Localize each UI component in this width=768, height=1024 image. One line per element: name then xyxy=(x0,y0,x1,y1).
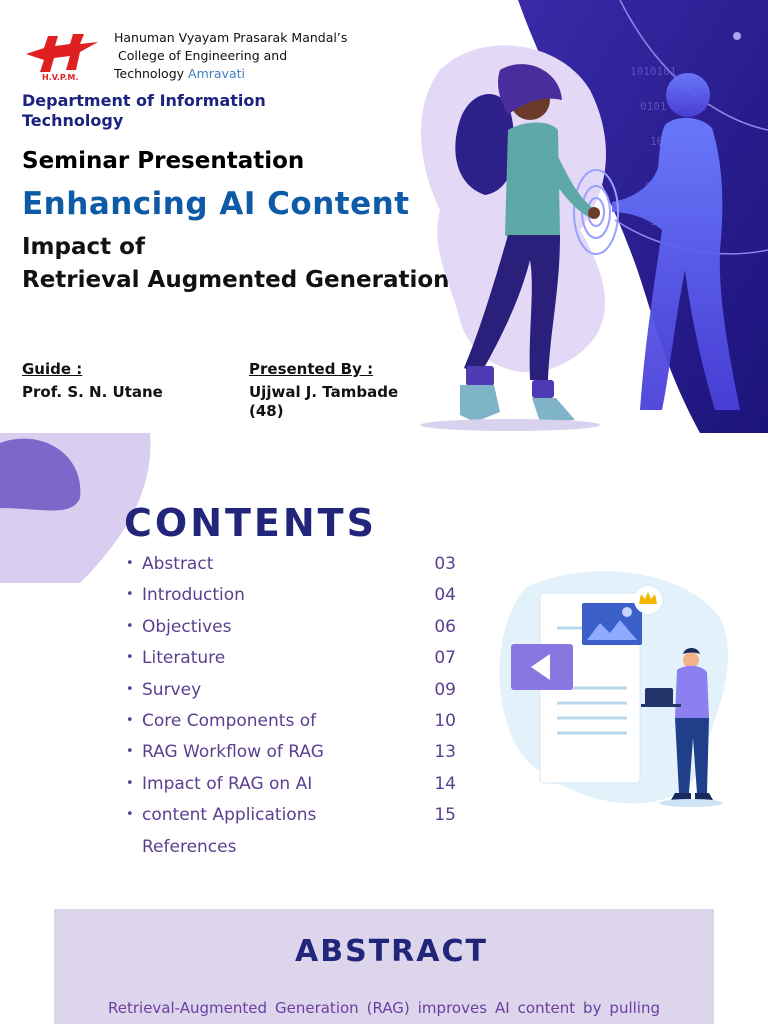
toc-item-label: Core Components of xyxy=(142,710,317,731)
toc-item-label: content Applications xyxy=(142,805,317,826)
content-illustration xyxy=(499,571,729,807)
presentation-title: Enhancing AI Content xyxy=(22,186,410,222)
toc-item-label: Impact of RAG on AI xyxy=(142,773,313,794)
bullet-icon: • xyxy=(126,712,134,728)
subtitle-line-1: Impact of xyxy=(22,234,145,260)
toc-item-page: 06 xyxy=(434,616,456,637)
bullet-icon: • xyxy=(126,618,134,634)
college-name: Hanuman Vyayam Prasarak Mandal’s College… xyxy=(114,29,374,83)
bullet-icon: • xyxy=(126,587,134,603)
man-figure xyxy=(641,648,713,800)
toc-item: • Abstract 03 xyxy=(124,554,464,585)
hero-illustration: 1010101 0101 10101 101010100 0101011010 … xyxy=(420,0,768,433)
toc-item-page: 04 xyxy=(434,585,456,606)
toc-item-label: RAG Workflow of RAG xyxy=(142,742,324,763)
toc-item: • RAG Workflow of RAG 13 xyxy=(124,742,464,773)
toc-item-label: Introduction xyxy=(142,585,245,606)
college-line-1: Hanuman Vyayam Prasarak Mandal’s xyxy=(114,30,348,45)
guide-name: Prof. S. N. Utane xyxy=(22,383,163,401)
toc-item: • Objectives 06 xyxy=(124,617,464,648)
toc-item-label: Survey xyxy=(142,679,202,700)
toc-item: • content Applications 15 xyxy=(124,805,464,836)
subtitle-line-2: Retrieval Augmented Generation xyxy=(22,267,450,293)
hvpm-logo: H.V.P.M. xyxy=(26,34,98,82)
bullet-icon: • xyxy=(126,744,134,760)
bullet-icon: • xyxy=(126,807,134,823)
toc-item-label: Objectives xyxy=(142,616,232,637)
floor-shadow xyxy=(420,419,600,431)
toc-item-label: References xyxy=(142,836,237,857)
department-name: Department of Information Technology xyxy=(22,91,266,130)
toc-item-page: 09 xyxy=(434,679,456,700)
bullet-icon: • xyxy=(126,556,134,571)
presenter-name: Ujjwal J. Tambade (48) xyxy=(249,383,399,420)
toc-item-page: 14 xyxy=(434,773,456,794)
binary-glyph: 1010101 xyxy=(630,65,676,78)
seminar-heading: Seminar Presentation xyxy=(22,148,305,174)
presenter-label: Presented By : xyxy=(249,360,374,378)
hologram-figure xyxy=(612,73,740,411)
orbit-node xyxy=(733,32,741,40)
toc-item-page: 07 xyxy=(434,648,456,669)
toc-item-label: Abstract xyxy=(142,554,214,574)
toc-item-page: 10 xyxy=(434,710,456,731)
svg-text:H.V.P.M.: H.V.P.M. xyxy=(42,73,78,82)
contents-slide: CONTENTS • Abstract 03 • Introduction 04 • Obje… xyxy=(0,433,768,893)
toc-item: • Survey 09 xyxy=(124,680,464,711)
contents-heading: CONTENTS xyxy=(124,501,377,545)
toc-item: • Impact of RAG on AI 14 xyxy=(124,774,464,805)
abstract-text: Retrieval-Augmented Generation (RAG) imp… xyxy=(108,999,660,1017)
play-icon xyxy=(531,654,550,680)
toc-item: • Introduction 04 xyxy=(124,585,464,616)
bullet-icon: • xyxy=(126,775,134,791)
toc-item: • Core Components of 10 xyxy=(124,711,464,742)
toc-item-page: 03 xyxy=(434,554,456,574)
presentation-subtitle: Impact of Retrieval Augmented Generation xyxy=(22,232,450,295)
college-city: Amravati xyxy=(188,66,245,81)
title-slide: H.V.P.M. Hanuman Vyayam Prasarak Mandal’… xyxy=(0,0,768,433)
abstract-heading: ABSTRACT xyxy=(295,934,488,969)
floor-shadow xyxy=(659,799,723,807)
bullet-icon: • xyxy=(126,650,134,666)
college-line-2: College of Engineering and xyxy=(118,48,288,63)
corner-blob xyxy=(0,433,151,583)
college-line-3: Technology xyxy=(114,66,185,81)
toc-item: • Literature 07 xyxy=(124,648,464,679)
toc-item-label: Literature xyxy=(142,648,226,669)
crown-icon xyxy=(639,592,657,604)
bullet-icon: • xyxy=(126,681,134,697)
toc-item-page: 15 xyxy=(434,805,456,826)
toc-item-page: 13 xyxy=(434,742,456,763)
woman-figure xyxy=(455,64,600,422)
guide-label: Guide : xyxy=(22,360,83,378)
toc-item: References xyxy=(124,837,464,868)
abstract-slide: ABSTRACT Retrieval-Augmented Generation … xyxy=(54,909,714,1024)
